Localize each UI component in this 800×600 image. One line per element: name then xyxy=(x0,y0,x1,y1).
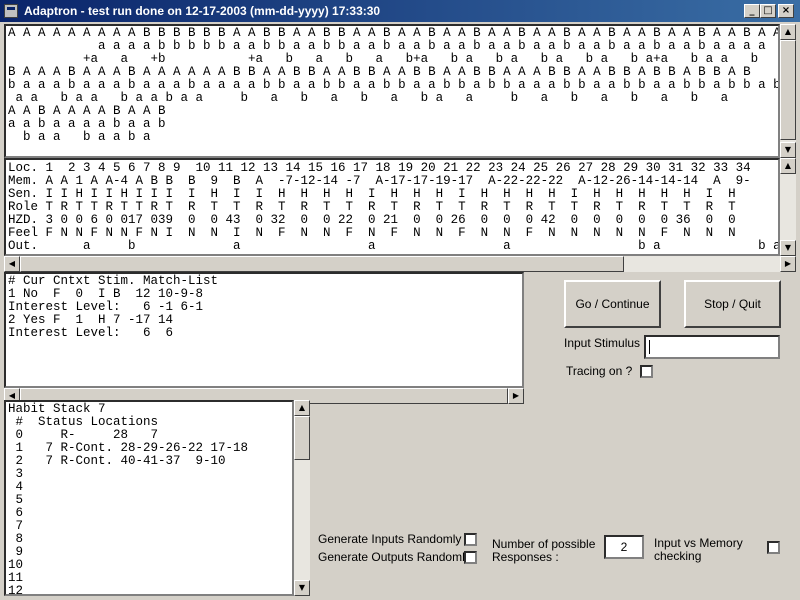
maximize-button[interactable]: □ xyxy=(760,4,776,18)
match-list-line: 2 Yes F 1 H 7 -17 14 xyxy=(8,313,174,327)
input-vs-memory-checkbox[interactable] xyxy=(767,541,780,554)
input-vs-memory-label: Input vs Memory xyxy=(654,536,743,550)
habit-stack-line: 6 xyxy=(8,506,24,520)
close-button[interactable]: × xyxy=(778,4,794,18)
habit-stack-vertical-scrollbar[interactable]: ▲ ▼ xyxy=(294,400,310,596)
memory-horizontal-scrollbar[interactable]: ◀ ▶ xyxy=(4,256,796,272)
memory-row: Out. a b a a a b a b a xyxy=(8,239,780,253)
app-icon[interactable] xyxy=(4,4,18,18)
scroll-up-button[interactable]: ▲ xyxy=(294,400,310,416)
input-stimulus-label: Input Stimulus : xyxy=(564,336,647,350)
habit-stack-line: Habit Stack 7 xyxy=(8,402,106,416)
text-caret xyxy=(649,340,650,354)
sequence-line: B A A A B A A A B A A A A A A B B A A B … xyxy=(8,65,751,79)
habit-stack-line: 4 xyxy=(8,480,24,494)
sequence-line: +a a +b +a b a b a b+a b a b a b a b a b… xyxy=(8,52,759,66)
generate-outputs-label: Generate Outputs Randomly? xyxy=(318,550,478,564)
habit-stack-panel: Habit Stack 7 # Status Locations 0 R- 28… xyxy=(4,400,294,596)
scroll-down-button[interactable]: ▼ xyxy=(780,142,796,158)
habit-stack-line: 7 xyxy=(8,519,24,533)
input-vs-memory-label-2: checking xyxy=(654,549,702,563)
tracing-checkbox[interactable] xyxy=(640,365,653,378)
go-continue-button[interactable]: Go / Continue xyxy=(564,280,661,328)
sequence-line: a a b a a b a a b a a b a b a b a b a a … xyxy=(8,91,729,105)
window-title: Adaptron - test run done on 12-17-2003 (… xyxy=(24,4,381,18)
scroll-down-button[interactable]: ▼ xyxy=(294,580,310,596)
sequence-line: a a a a b b b b b a a b b a a b b a a b … xyxy=(8,39,766,53)
memory-row: Loc. 1 2 3 4 5 6 7 8 9 10 11 12 13 14 15… xyxy=(8,161,751,175)
habit-stack-line: 0 R- 28 7 xyxy=(8,428,159,442)
habit-stack-line: 1 7 R-Cont. 28-29-26-22 17-18 xyxy=(8,441,249,455)
num-responses-label: Number of possible xyxy=(492,537,596,551)
scroll-up-button[interactable]: ▲ xyxy=(780,24,796,40)
generate-inputs-label: Generate Inputs Randomly ? xyxy=(318,532,472,546)
memory-row: HZD. 3 0 0 6 0 017 039 0 0 43 0 32 0 0 2… xyxy=(8,213,736,227)
match-list-line: Interest Level: 6 -1 6-1 xyxy=(8,300,204,314)
num-responses-field[interactable]: 2 xyxy=(604,535,644,559)
memory-vertical-scrollbar[interactable]: ▲ ▼ xyxy=(780,158,796,256)
scroll-thumb[interactable] xyxy=(294,416,310,460)
habit-stack-line: 12 xyxy=(8,584,24,596)
scroll-right-button[interactable]: ▶ xyxy=(508,388,524,404)
scroll-down-button[interactable]: ▼ xyxy=(780,240,796,256)
sequence-text: A A A A A A A A A B B B B B B A A B B A … xyxy=(6,26,778,144)
generate-outputs-checkbox[interactable] xyxy=(464,551,477,564)
scroll-up-button[interactable]: ▲ xyxy=(780,158,796,174)
habit-stack-line: 9 xyxy=(8,545,24,559)
habit-stack-line: 8 xyxy=(8,532,24,546)
sequence-line: b a a b a a b a xyxy=(8,130,151,144)
num-responses-value: 2 xyxy=(620,540,628,554)
memory-panel: Loc. 1 2 3 4 5 6 7 8 9 10 11 12 13 14 15… xyxy=(4,158,780,256)
tracing-label: Tracing on ? xyxy=(566,364,633,378)
habit-stack-line: 3 xyxy=(8,467,24,481)
memory-row: Feel F N N F N N F N I N N I N F N N F N… xyxy=(8,226,736,240)
match-list-line: Interest Level: 6 6 xyxy=(8,326,174,340)
sequence-line: A A B A A A A B A A B xyxy=(8,104,166,118)
sequence-panel: A A A A A A A A A B B B B B B A A B B A … xyxy=(4,24,780,158)
title-bar: Adaptron - test run done on 12-17-2003 (… xyxy=(0,0,800,22)
scroll-thumb[interactable] xyxy=(780,40,796,140)
habit-stack-line: 5 xyxy=(8,493,24,507)
sequence-line: b a a a b a a a b a a a b a a a a b b a … xyxy=(8,78,780,92)
habit-stack-line: 10 xyxy=(8,558,24,572)
match-list-line: # Cur Cntxt Stim. Match-List xyxy=(8,274,219,288)
num-responses-label-2: Responses : xyxy=(492,550,559,564)
habit-stack-line: 11 xyxy=(8,571,24,585)
memory-row: Role T R T T R T T R T R T T R T R T T R… xyxy=(8,200,736,214)
minimize-button[interactable]: _ xyxy=(744,4,760,18)
habit-stack-line: 2 7 R-Cont. 40-41-37 9-10 xyxy=(8,454,226,468)
memory-text: Loc. 1 2 3 4 5 6 7 8 9 10 11 12 13 14 15… xyxy=(6,160,778,253)
habit-stack-text: Habit Stack 7 # Status Locations 0 R- 28… xyxy=(6,402,292,596)
habit-stack-line: # Status Locations xyxy=(8,415,159,429)
input-stimulus-field[interactable] xyxy=(644,335,780,359)
sequence-line: A A A A A A A A A B B B B B B A A B B A … xyxy=(8,26,780,40)
memory-row: Mem. A A 1 A A-4 A B B B 9 B A -7-12-14 … xyxy=(8,174,751,188)
scroll-thumb[interactable] xyxy=(20,256,624,272)
scroll-right-button[interactable]: ▶ xyxy=(780,256,796,272)
memory-row: Sen. I I H I I H I I I I H I I H H H H I… xyxy=(8,187,736,201)
stop-quit-button[interactable]: Stop / Quit xyxy=(684,280,781,328)
sequence-vertical-scrollbar[interactable]: ▲ ▼ xyxy=(780,24,796,158)
scroll-left-button[interactable]: ◀ xyxy=(4,256,20,272)
generate-inputs-checkbox[interactable] xyxy=(464,533,477,546)
sequence-line: a a b a a a a b a a b xyxy=(8,117,166,131)
match-list-line: 1 No F 0 I B 12 10-9-8 xyxy=(8,287,204,301)
